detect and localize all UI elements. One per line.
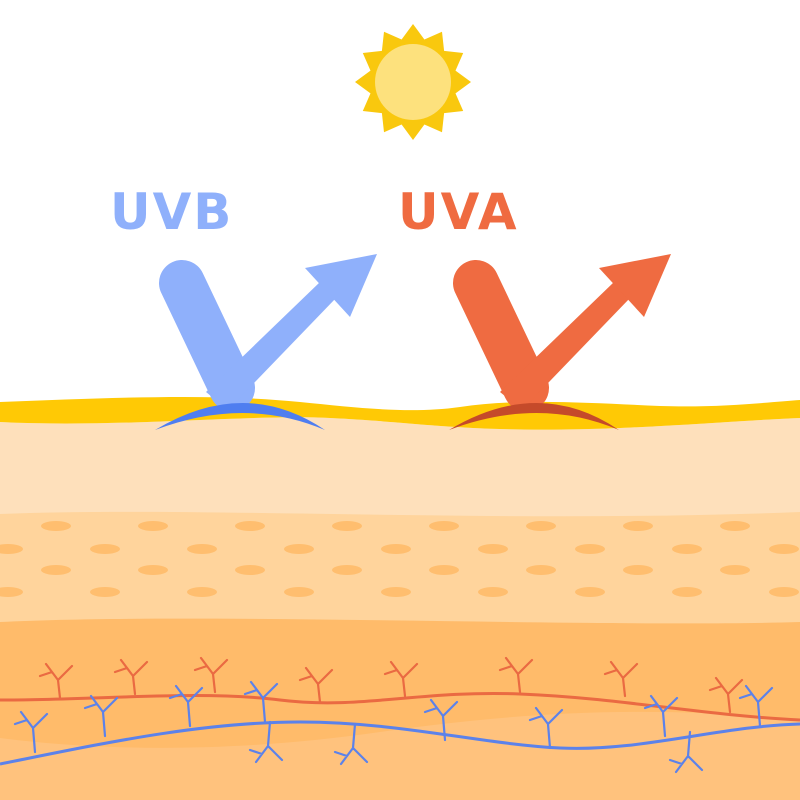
uva-incoming-ray bbox=[453, 260, 549, 411]
dermis-pore bbox=[623, 521, 653, 531]
uvb-skin-impact bbox=[155, 403, 325, 430]
dermis-pore bbox=[41, 521, 71, 531]
uvb-label: UVB bbox=[110, 183, 233, 241]
sun-core bbox=[375, 44, 451, 120]
dermis-layer bbox=[0, 510, 800, 624]
uva-ray-arrow bbox=[449, 254, 671, 430]
dermis-pore bbox=[138, 521, 168, 531]
uva-reflected-ray bbox=[500, 282, 630, 410]
dermis-pore bbox=[332, 521, 362, 531]
dermis-pore bbox=[381, 587, 411, 597]
artery-line bbox=[0, 692, 800, 722]
dermis-pore bbox=[575, 544, 605, 554]
dermis-pore bbox=[235, 521, 265, 531]
dermis-pore bbox=[720, 565, 750, 575]
hypodermis-layer bbox=[0, 617, 800, 748]
dermis-pore bbox=[429, 521, 459, 531]
epidermis-layer bbox=[0, 417, 800, 517]
uvb-arrowhead bbox=[305, 254, 377, 317]
dermis-pore bbox=[769, 587, 799, 597]
dermis-pore bbox=[187, 587, 217, 597]
uvb-incoming-ray bbox=[159, 260, 255, 411]
dermis-pore bbox=[0, 544, 23, 554]
uvb-reflected-ray bbox=[206, 282, 336, 410]
dermis-pore bbox=[672, 587, 702, 597]
dermis-pores bbox=[0, 521, 799, 597]
dermis-pore bbox=[672, 544, 702, 554]
dermis-pore bbox=[526, 565, 556, 575]
dermis-pore bbox=[187, 544, 217, 554]
uva-label: UVA bbox=[398, 183, 519, 241]
dermis-pore bbox=[138, 565, 168, 575]
dermis-pore bbox=[526, 521, 556, 531]
dermis-pore bbox=[284, 587, 314, 597]
uva-arrowhead bbox=[599, 254, 671, 317]
dermis-pore bbox=[90, 587, 120, 597]
dermis-pore bbox=[41, 565, 71, 575]
uva-skin-impact bbox=[449, 403, 619, 430]
uvb-ray-arrow bbox=[155, 254, 377, 430]
sun-icon bbox=[355, 24, 471, 140]
dermis-pore bbox=[478, 544, 508, 554]
dermis-pore bbox=[429, 565, 459, 575]
dermis-pore bbox=[623, 565, 653, 575]
dermis-pore bbox=[332, 565, 362, 575]
dermis-pore bbox=[769, 544, 799, 554]
dermis-pore bbox=[478, 587, 508, 597]
blood-vessels bbox=[0, 656, 800, 774]
dermis-pore bbox=[0, 587, 23, 597]
artery-capillaries bbox=[38, 656, 744, 714]
dermis-pore bbox=[90, 544, 120, 554]
dermis-pore bbox=[575, 587, 605, 597]
vein-line bbox=[0, 720, 800, 766]
dermis-pore bbox=[284, 544, 314, 554]
vein-capillaries bbox=[13, 680, 774, 774]
dermis-pore bbox=[720, 521, 750, 531]
dermis-pore bbox=[235, 565, 265, 575]
dermis-pore bbox=[381, 544, 411, 554]
